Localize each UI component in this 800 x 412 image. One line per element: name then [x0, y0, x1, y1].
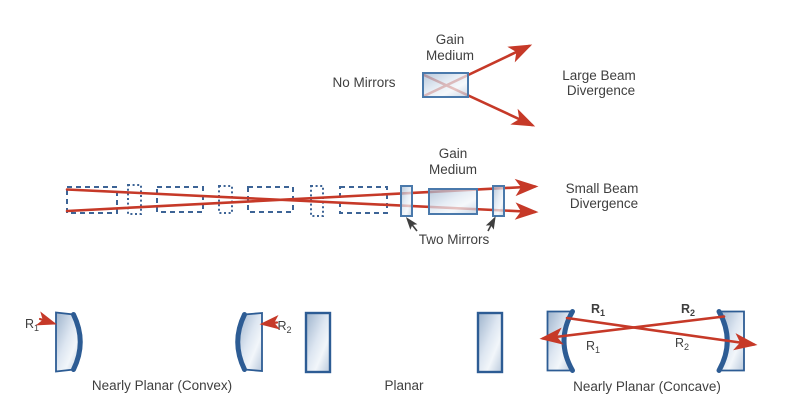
convex-mirror-left-face — [71, 312, 83, 372]
gain-medium-box — [422, 72, 469, 98]
dashed-cavity-box — [156, 186, 204, 213]
large-beam-label-line2: Divergence — [567, 83, 635, 98]
planar-pair-section: Planar — [304, 311, 504, 393]
two-mirrors-label: Two Mirrors — [419, 232, 490, 247]
r2-label: R2 — [675, 336, 689, 352]
r2-label: R2 — [278, 319, 292, 335]
dashed-mirror-box — [218, 185, 233, 214]
small-beam-label-line2: Divergence — [570, 196, 638, 211]
planar-caption: Planar — [384, 378, 424, 393]
no-mirrors-section: Gain Medium No Mirrors Large Beam Diverg… — [333, 32, 636, 127]
gain-medium-label-line1: Gain — [436, 32, 465, 47]
pointer-to-left-mirror — [405, 216, 418, 232]
gain-medium-box — [428, 188, 478, 215]
gain-medium-label-line2: Medium — [429, 162, 477, 177]
right-mirror-box — [492, 185, 505, 217]
dashed-mirror-box — [127, 184, 142, 215]
convex-mirror-right-face — [235, 312, 247, 372]
r1-label: R1 — [25, 317, 39, 333]
gain-medium-label-line1: Gain — [439, 146, 468, 161]
gain-medium-label-line2: Medium — [426, 48, 474, 63]
small-beam-label-line1: Small Beam — [566, 181, 639, 196]
planar-mirror-right — [476, 311, 504, 374]
concave-pair-section: R1 R2 R1 R2 Nearly Planar (Concave) — [539, 302, 758, 394]
two-mirrors-section: Gain Medium Two Mirrors Small Beam Diver… — [65, 146, 639, 247]
no-mirrors-label: No Mirrors — [333, 75, 396, 90]
large-beam-label-line1: Large Beam — [562, 68, 636, 83]
convex-caption: Nearly Planar (Convex) — [92, 378, 232, 393]
r1-label: R1 — [586, 339, 600, 355]
r1-label-bold: R1 — [591, 302, 605, 318]
left-mirror-box — [400, 185, 413, 217]
r1-arrow — [35, 311, 57, 326]
r2-label-bold: R2 — [681, 302, 695, 318]
r2-arrow — [259, 314, 280, 330]
concave-mirror-left-face — [561, 309, 575, 373]
concave-beam-a — [565, 316, 758, 351]
pointer-to-right-mirror — [485, 216, 496, 232]
concave-caption: Nearly Planar (Concave) — [573, 379, 721, 394]
convex-pair-section: R1 R2 Nearly Planar (Convex) — [25, 311, 292, 393]
concave-beam-b — [539, 315, 726, 345]
dashed-cavity-box — [339, 186, 388, 214]
planar-mirror-left — [304, 311, 332, 374]
dashed-cavity-box — [66, 186, 118, 214]
